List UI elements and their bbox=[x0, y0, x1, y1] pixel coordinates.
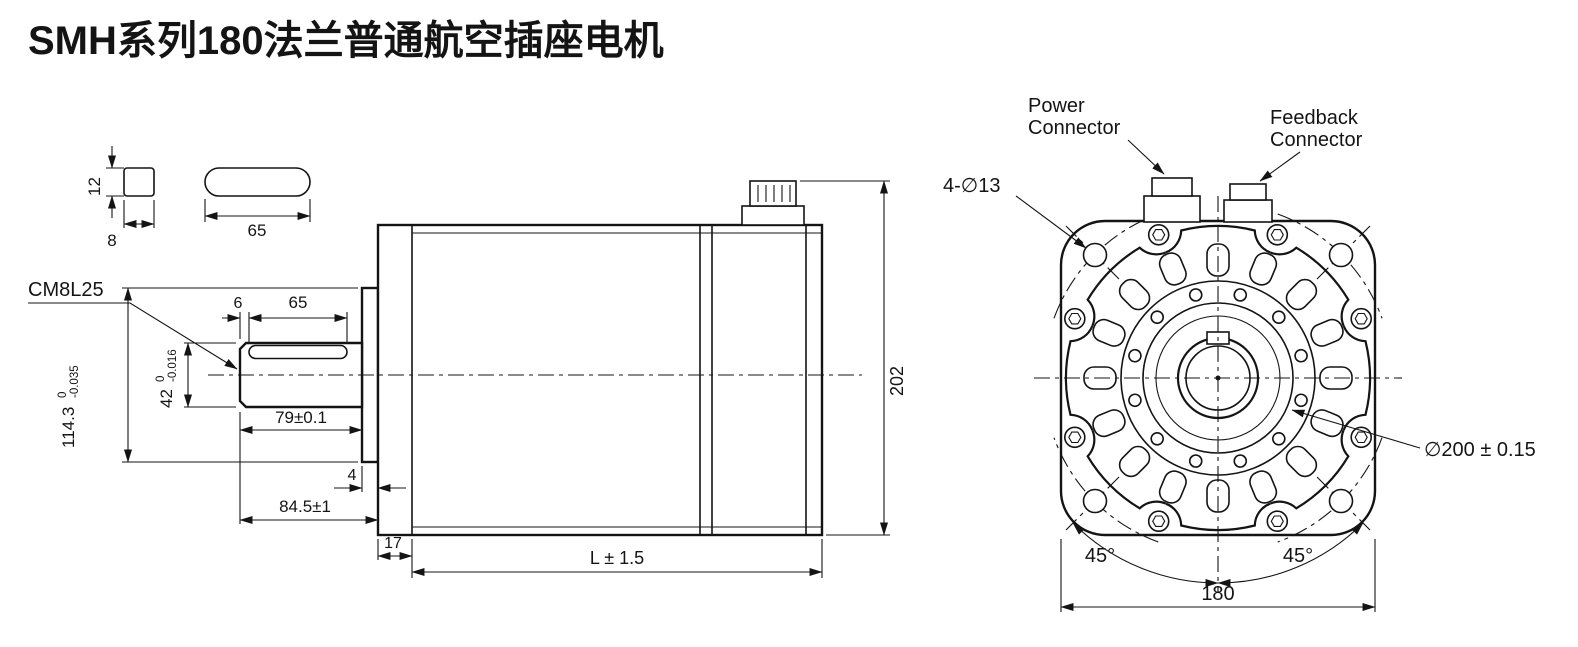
dim-flange-thickness: 17 bbox=[377, 535, 413, 578]
bolt-circle-callout: ∅200 ± 0.15 bbox=[1291, 409, 1536, 461]
shaft-keyway bbox=[248, 344, 348, 360]
page-title: SMH系列180法兰普通航空插座电机 bbox=[28, 18, 664, 63]
label-power-connector-1: Power bbox=[1028, 95, 1085, 117]
side-view: 12 8 65 bbox=[28, 146, 907, 578]
dim-flange-width: 180 bbox=[1060, 539, 1376, 612]
dim-total-height-value: 202 bbox=[887, 366, 907, 396]
dim-key-width: 8 bbox=[107, 231, 116, 250]
dim-flange-thickness-value: 17 bbox=[384, 535, 402, 552]
dim-shaft-tol-lower: -0.016 bbox=[167, 349, 179, 382]
dim-total-height: 202 bbox=[800, 180, 907, 536]
power-connector-callout: Power Connector bbox=[1028, 95, 1165, 175]
motor-side-outline bbox=[208, 180, 862, 537]
dim-shaft-tol-upper: 0 bbox=[155, 376, 167, 382]
dim-angle-left: 45° bbox=[1085, 545, 1115, 567]
dim-shaft-total: 84.5±1 bbox=[239, 497, 379, 525]
dim-slot-length: 65 bbox=[248, 221, 267, 240]
center-hole-callout: CM8L25 bbox=[28, 279, 238, 370]
dim-pilot-dia: 114.3 0 -0.035 bbox=[57, 287, 358, 463]
feedback-connector-callout: Feedback Connector bbox=[1259, 107, 1363, 182]
dim-boss-thickness: 4 bbox=[334, 466, 406, 493]
key-cross-section: 12 8 bbox=[85, 146, 155, 250]
keyway-slot-detail: 65 bbox=[204, 167, 311, 240]
dim-key-height: 12 bbox=[85, 177, 104, 196]
dim-keyway: 6 65 bbox=[222, 293, 348, 342]
mounting-holes bbox=[1082, 242, 1354, 514]
label-feedback-connector-2: Connector bbox=[1270, 129, 1363, 151]
dim-pilot-tol-lower: -0.035 bbox=[69, 365, 81, 398]
dim-shaft-dia: 42 0 -0.016 bbox=[155, 342, 236, 408]
label-feedback-connector-1: Feedback bbox=[1270, 107, 1359, 129]
label-power-connector-2: Connector bbox=[1028, 117, 1121, 139]
dim-shaft-length: 79±0.1 bbox=[239, 408, 363, 524]
dim-body-length: L ± 1.5 bbox=[411, 539, 823, 578]
side-connector bbox=[741, 180, 805, 226]
dim-body-length-value: L ± 1.5 bbox=[590, 548, 644, 568]
angle-dims: 45° 45° bbox=[1072, 522, 1364, 588]
dim-flange-width-value: 180 bbox=[1201, 583, 1234, 605]
label-bolt-circle: ∅200 ± 0.15 bbox=[1424, 439, 1536, 461]
dim-pilot-tol-upper: 0 bbox=[57, 392, 69, 398]
dim-angle-right: 45° bbox=[1283, 545, 1313, 567]
feedback-connector-shape bbox=[1223, 183, 1273, 223]
dim-boss-thickness-value: 4 bbox=[348, 467, 357, 484]
dim-shaft-total-value: 84.5±1 bbox=[279, 497, 331, 516]
label-center-hole: CM8L25 bbox=[28, 279, 104, 301]
motor-body bbox=[376, 223, 824, 537]
front-connectors bbox=[1143, 177, 1273, 223]
power-connector-shape bbox=[1143, 177, 1201, 223]
mount-holes-callout: 4-∅13 bbox=[943, 175, 1087, 249]
dim-shaft-dia-value: 42 bbox=[157, 389, 176, 408]
dim-keyway-offset: 6 bbox=[234, 295, 243, 312]
label-mount-holes: 4-∅13 bbox=[943, 175, 1000, 197]
dim-keyway-length: 65 bbox=[289, 293, 308, 312]
dim-pilot-dia-value: 114.3 bbox=[59, 407, 78, 448]
front-view: Power Connector Feedback Connector 4-∅13… bbox=[943, 95, 1536, 612]
dim-shaft-length-value: 79±0.1 bbox=[275, 408, 327, 427]
